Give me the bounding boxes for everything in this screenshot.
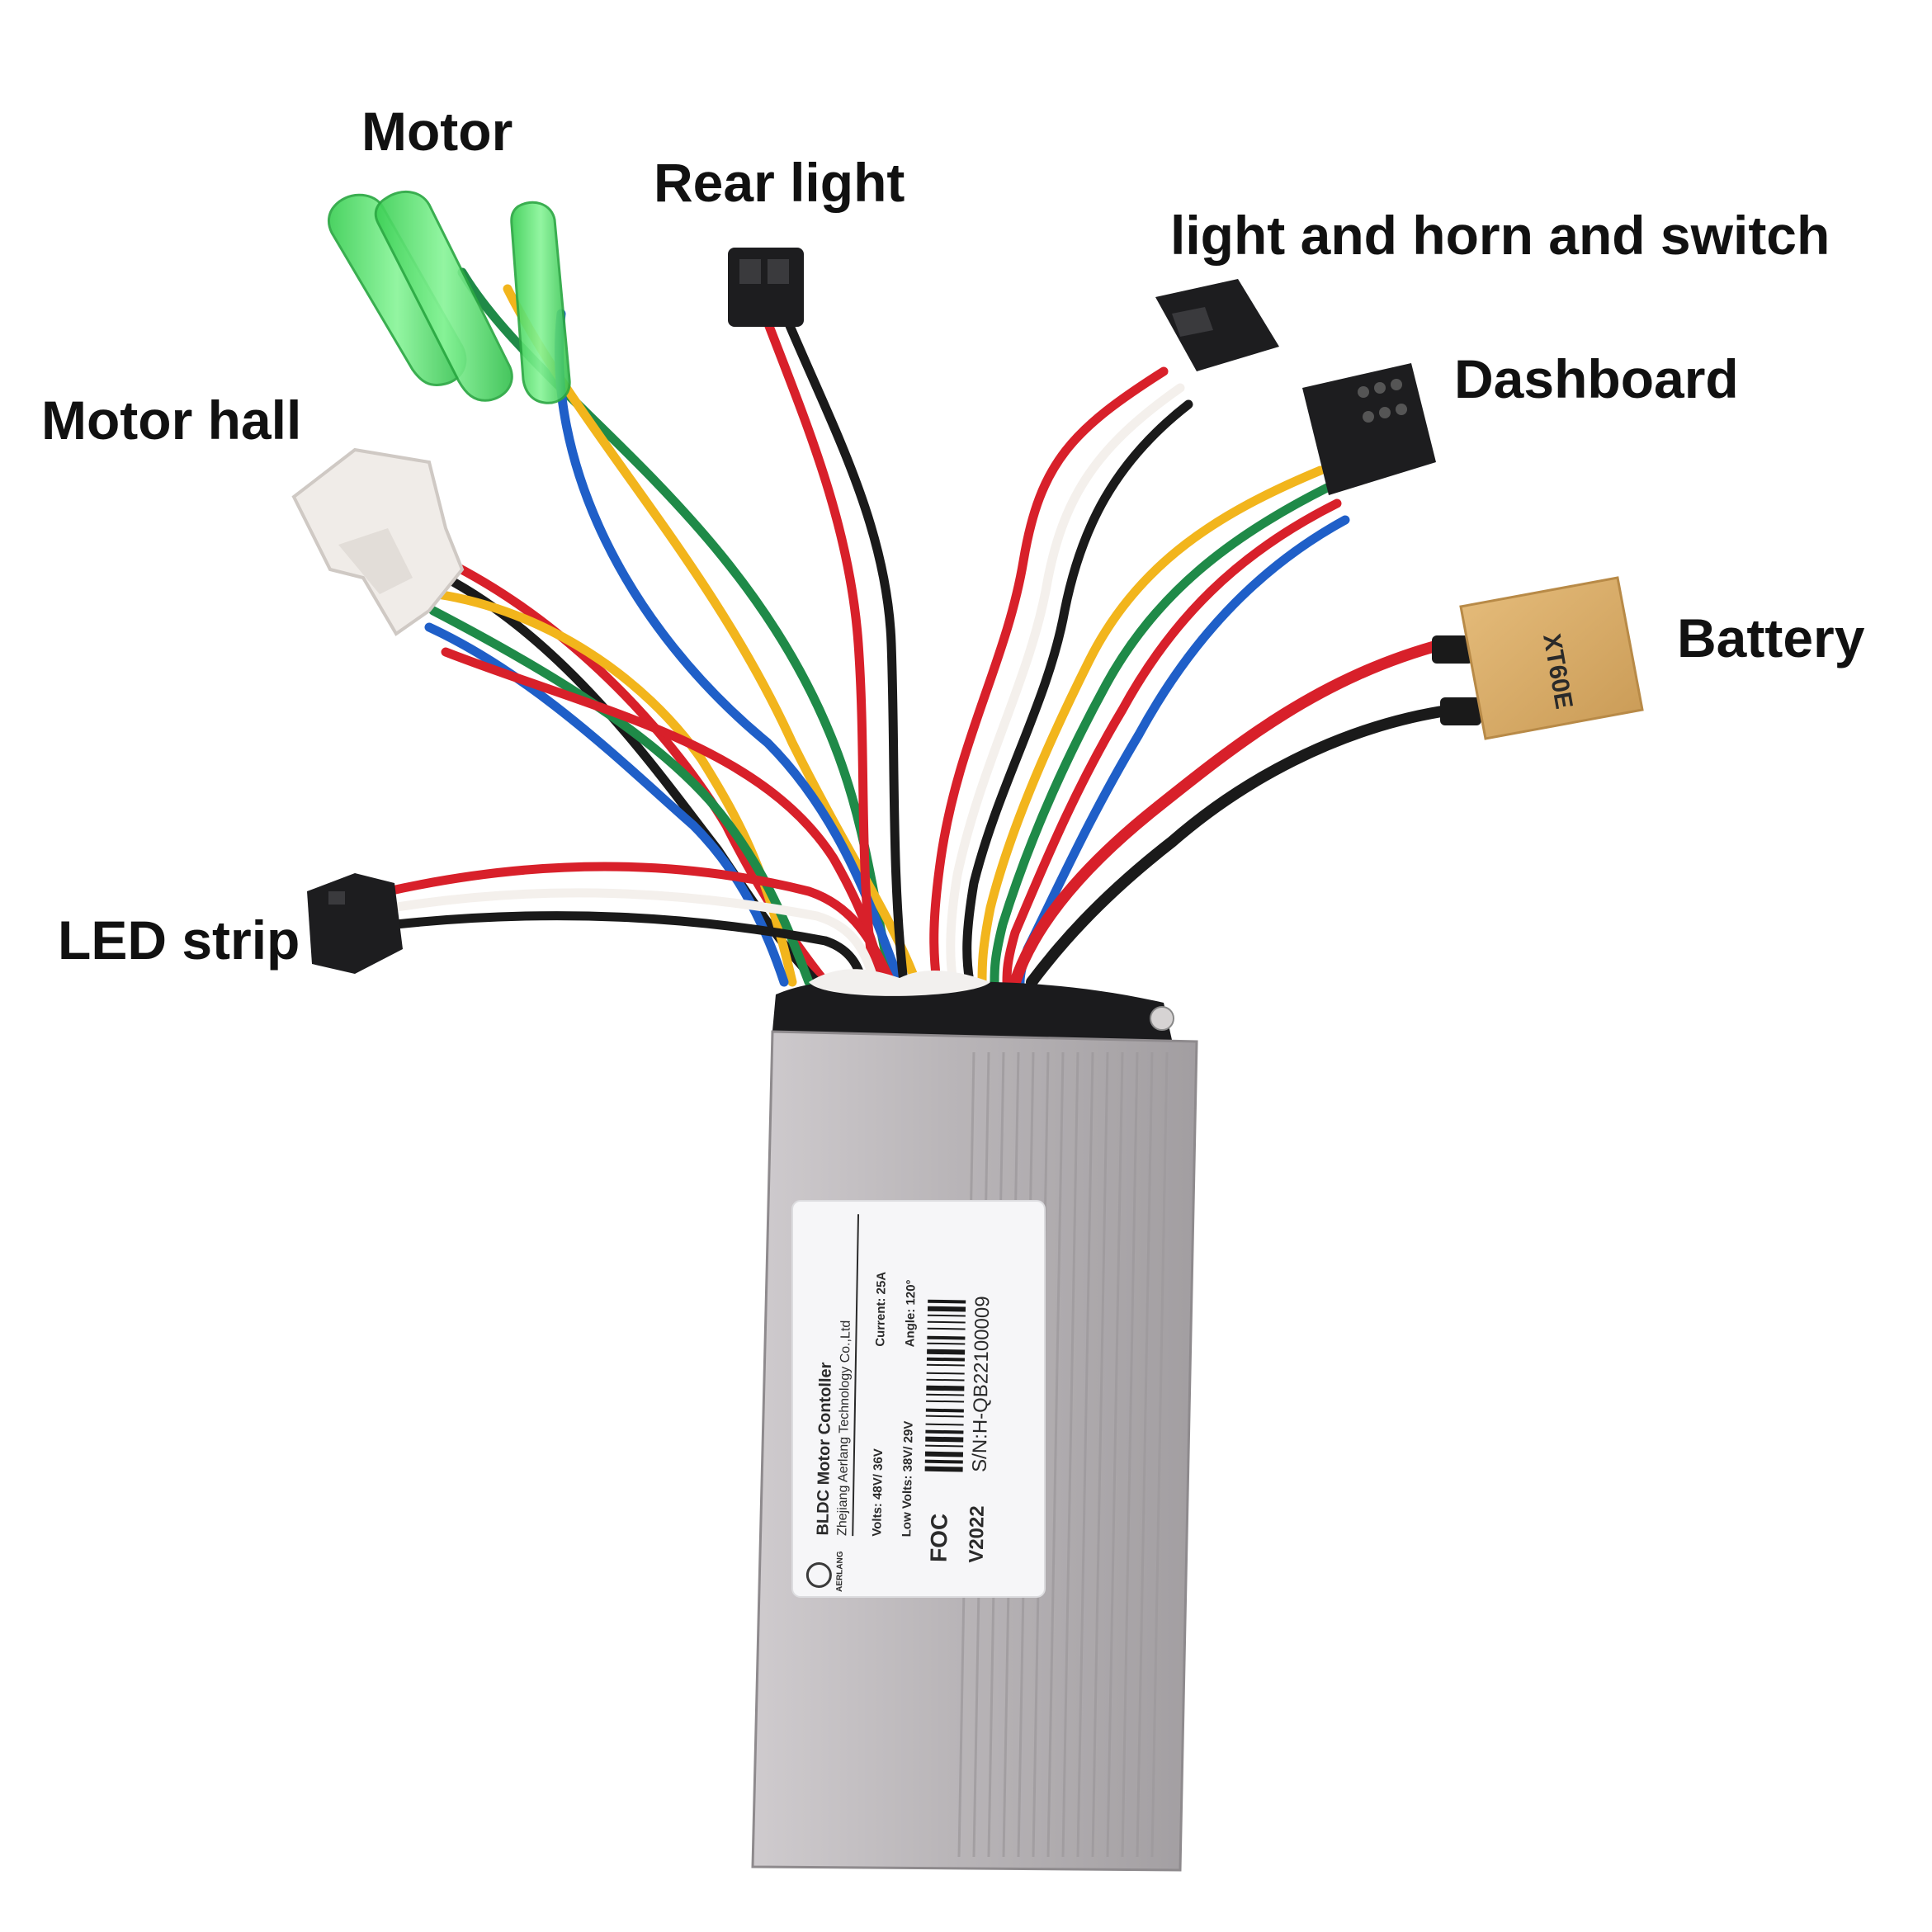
dash-wire-green xyxy=(990,482,1334,987)
rear-light-wire-red xyxy=(763,317,880,987)
lhs-wire-white xyxy=(946,383,1185,987)
rear-light-connector xyxy=(728,248,804,327)
barcode-bar xyxy=(925,1436,964,1443)
barcode-bar xyxy=(927,1314,966,1317)
lhs-wire-black xyxy=(962,399,1193,987)
barcode-bar xyxy=(926,1393,965,1396)
battery-wire-red xyxy=(1009,638,1450,988)
barcode-bar xyxy=(927,1335,966,1340)
barcode-bar xyxy=(926,1363,965,1367)
housing-rib xyxy=(1150,1051,1169,1858)
wire-bundle xyxy=(383,267,1458,988)
motor-hall-connector xyxy=(291,447,465,636)
battery-connector: XT60E xyxy=(1432,576,1644,740)
manufacturer-logo-icon xyxy=(805,1561,832,1588)
callout-motor: Motor xyxy=(361,101,513,162)
motor-phase-connectors xyxy=(327,190,571,404)
barcode-bar xyxy=(925,1423,964,1426)
led-wire-black xyxy=(391,911,867,987)
callout-light-horn-switch: light and horn and switch xyxy=(1170,205,1830,266)
barcode-bar xyxy=(924,1466,963,1472)
led-wire-red xyxy=(383,862,896,987)
barcode-bar xyxy=(925,1408,964,1413)
dash-wire-red xyxy=(1002,498,1342,987)
label-current: Current: 25A xyxy=(873,1272,889,1347)
housing-rib xyxy=(1136,1051,1154,1858)
lhs-wire-red xyxy=(929,366,1169,987)
barcode-bar xyxy=(927,1327,966,1330)
label-serial: S/N:H-QB22100009 xyxy=(969,1296,994,1472)
barcode xyxy=(924,1299,966,1472)
label-volts: Volts: 48V/ 36V xyxy=(870,1448,886,1537)
barcode-bar xyxy=(928,1299,966,1304)
housing-rib xyxy=(1091,1051,1109,1858)
housing-rib xyxy=(1121,1051,1139,1858)
barcode-bar xyxy=(927,1320,966,1324)
housing-rib xyxy=(1076,1051,1094,1858)
led-strip-connector xyxy=(307,873,403,974)
barcode-bar xyxy=(926,1385,965,1391)
barcode-bar xyxy=(926,1372,965,1375)
callout-battery: Battery xyxy=(1677,607,1865,668)
housing-rib xyxy=(1106,1051,1124,1858)
callout-motor-hall: Motor hall xyxy=(41,390,302,451)
housing-rib xyxy=(1046,1051,1065,1858)
motor-phase-wire-yellow xyxy=(503,284,921,987)
logo-text: AERLANG xyxy=(835,1551,845,1592)
barcode-bar xyxy=(926,1378,965,1382)
light-horn-switch-connector xyxy=(1155,279,1279,371)
dash-wire-yellow xyxy=(977,465,1325,987)
barcode-bar xyxy=(927,1349,966,1355)
callout-rear-light: Rear light xyxy=(654,152,905,213)
barcode-bar xyxy=(926,1357,965,1362)
barcode-bar xyxy=(926,1400,965,1403)
housing-rib xyxy=(1061,1051,1079,1858)
barcode-bar xyxy=(924,1451,964,1457)
label-version: V2022 xyxy=(966,1505,989,1563)
label-title: BLDC Motor Contoller xyxy=(814,1362,835,1536)
label-company: Zhejiang Aerlang Technology Co.,Ltd xyxy=(835,1320,853,1536)
dashboard-connector xyxy=(1302,363,1436,495)
barcode-bar xyxy=(927,1342,966,1345)
label-low-volts: Low Volts: 38V/ 29V xyxy=(900,1421,915,1538)
battery-wire-black xyxy=(1026,704,1458,988)
callout-dashboard: Dashboard xyxy=(1454,348,1739,409)
label-mode: FOC xyxy=(926,1514,952,1563)
callout-led-strip: LED strip xyxy=(58,909,300,971)
controller-label: AERLANG BLDC Motor Contoller Zhejiang Ae… xyxy=(791,1200,1046,1598)
barcode-bar xyxy=(925,1429,964,1434)
barcode-bar xyxy=(925,1415,964,1418)
barcode-bar xyxy=(925,1444,964,1448)
barcode-bar xyxy=(924,1459,963,1464)
label-angle: Angle: 120° xyxy=(903,1279,918,1347)
barcode-bar xyxy=(927,1306,966,1312)
led-wire-white xyxy=(387,888,880,987)
rear-light-wire-black xyxy=(783,317,909,987)
